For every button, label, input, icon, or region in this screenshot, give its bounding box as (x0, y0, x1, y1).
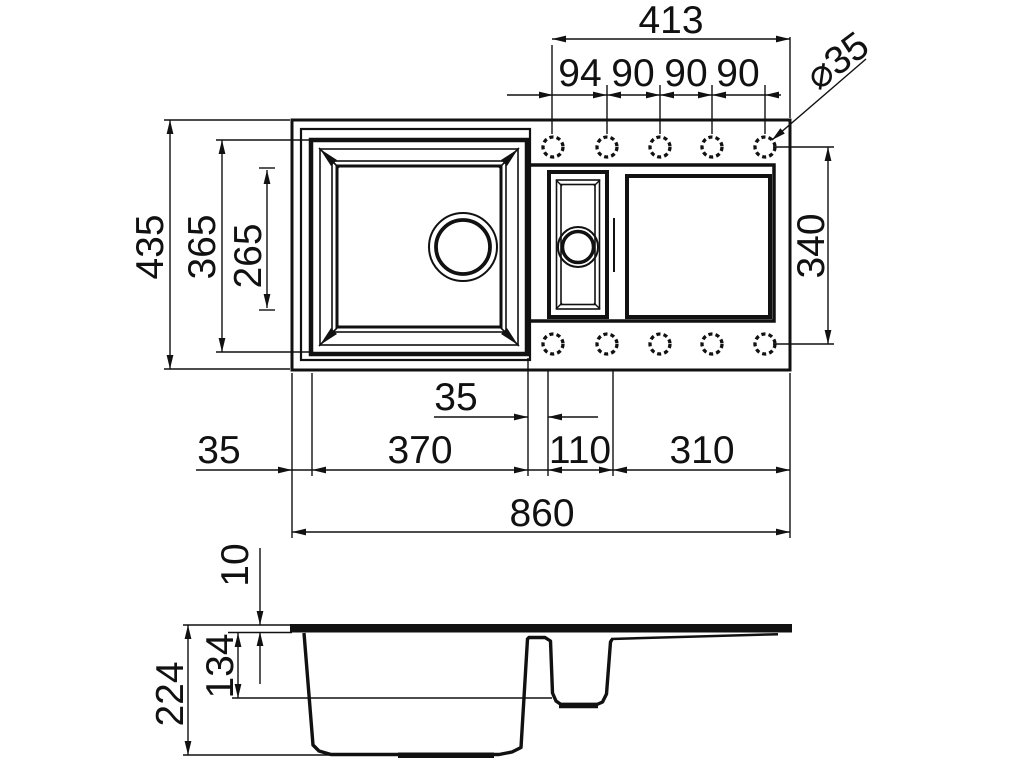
dim-label-10: 10 (214, 543, 257, 586)
tap-hole (541, 332, 565, 356)
dim-hole-span: 413 (551, 0, 791, 134)
dim-label-310: 310 (669, 429, 734, 472)
tap-hole (648, 332, 672, 356)
dim-label-365: 365 (181, 214, 224, 279)
bowl-corner-wedge (320, 149, 337, 166)
dim-label-dia35: ⌀35 (798, 24, 877, 99)
half-bowl-edge2 (555, 179, 601, 310)
half-drain-outer (557, 226, 599, 268)
half-bowl-corner (555, 179, 563, 187)
dim-label-370: 370 (387, 429, 452, 472)
tap-hole (700, 332, 724, 356)
half-bowl (547, 170, 609, 319)
dim-bowl-inner-depth: 265 (227, 167, 275, 311)
tap-hole (753, 332, 777, 356)
main-bowl-rim (308, 137, 530, 357)
dim-label-110: 110 (549, 429, 611, 472)
dim-overall-width: 860 (292, 492, 790, 536)
dim-label-413: 413 (638, 0, 703, 42)
dim-label-860: 860 (509, 492, 574, 535)
bowl-corner-wedge (320, 328, 337, 345)
dim-hole-pitch: 94 90 90 90 (507, 52, 781, 134)
tap-hole (595, 332, 619, 356)
dim-label-134: 134 (199, 633, 242, 698)
dim-hole-rows-span: 340 (773, 146, 834, 345)
drainboard-outline (625, 174, 772, 319)
main-bowl-bottom (335, 164, 503, 329)
dim-bowl-depth: 224 (149, 625, 432, 756)
sink-outline (290, 118, 792, 372)
dim-label-94: 94 (558, 52, 601, 95)
half-bowl-corner (593, 179, 601, 187)
half-bowl-corner (555, 302, 563, 310)
dim-label-435: 435 (129, 214, 172, 279)
main-bowl-edge3 (331, 160, 507, 333)
half-bowl-bottom (560, 183, 596, 306)
dim-bowl-outer-depth: 365 (181, 139, 309, 353)
dim-half-bowl-depth: 134 (199, 633, 552, 699)
tap-hole (700, 135, 724, 159)
dim-hole-diameter: ⌀35 (771, 24, 877, 141)
dim-divider-gap: 35 (434, 376, 598, 421)
half-bowl-corner (593, 302, 601, 310)
dim-bottom-extensions (291, 358, 791, 538)
dim-rim-thickness: 10 (183, 543, 292, 684)
countertop-bar (290, 624, 792, 633)
dim-label-265: 265 (227, 223, 270, 288)
top-view (290, 118, 792, 372)
dim-label-35-rim: 35 (197, 429, 240, 472)
dim-label-35-gap: 35 (434, 376, 477, 419)
dim-label-90: 90 (664, 52, 707, 95)
main-drain-outer (428, 212, 498, 282)
half-bowl-rim (547, 170, 609, 319)
dim-label-90: 90 (716, 52, 759, 95)
main-bowl (308, 137, 530, 357)
side-view (290, 624, 792, 759)
dim-label-224: 224 (149, 661, 192, 726)
sink-profile (302, 632, 614, 757)
tap-hole (541, 135, 565, 159)
dim-overall-depth: 435 (129, 119, 290, 370)
drainboard-surface-line (610, 632, 779, 641)
dim-width-chain: 35 370 110 310 (196, 429, 790, 474)
main-drain-inner (434, 218, 492, 276)
tap-hole (595, 135, 619, 159)
right-section-outline (527, 163, 776, 323)
dim-label-90: 90 (611, 52, 654, 95)
main-bowl-edge2 (319, 148, 519, 346)
tap-hole (648, 135, 672, 159)
half-drain-inner (560, 229, 596, 265)
bowl-corner-wedge (501, 328, 518, 345)
bowl-corner-wedge (501, 149, 518, 166)
dim-label-340: 340 (790, 213, 833, 278)
